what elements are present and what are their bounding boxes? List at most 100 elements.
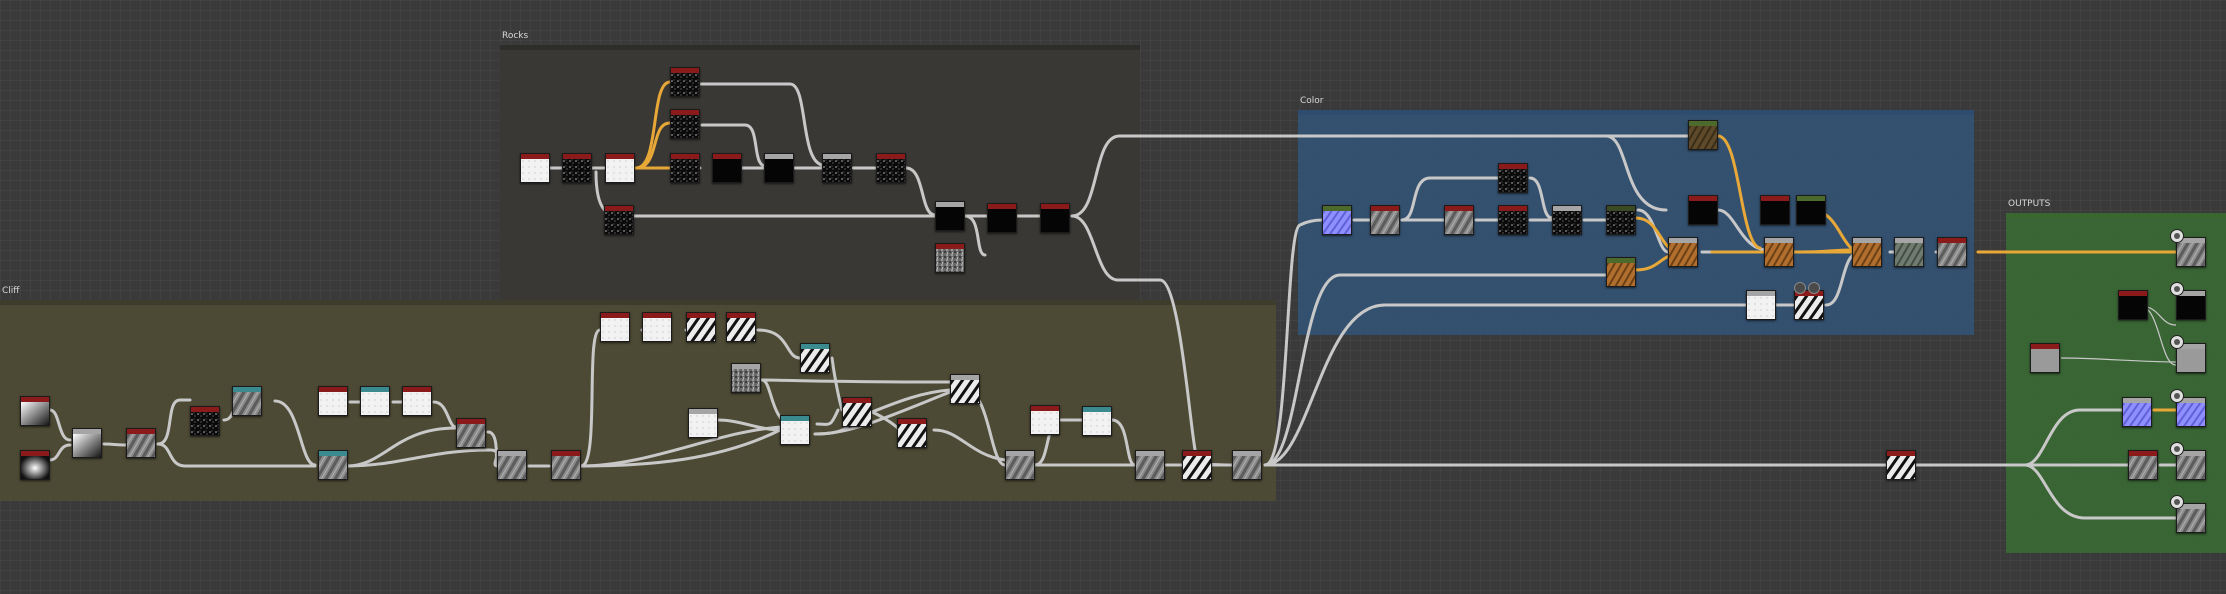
graph-node[interactable] (1498, 205, 1528, 235)
graph-node[interactable] (232, 386, 262, 416)
wire (904, 166, 937, 217)
graph-node[interactable] (600, 312, 630, 342)
graph-node[interactable] (764, 153, 794, 183)
graph-node[interactable] (520, 153, 550, 183)
graph-node[interactable] (1444, 205, 1474, 235)
node-thumbnail (1371, 211, 1399, 234)
graph-node[interactable] (1764, 237, 1794, 267)
graph-node[interactable] (2176, 503, 2206, 533)
graph-node[interactable] (1498, 163, 1528, 193)
graph-node[interactable] (670, 109, 700, 139)
graph-node[interactable] (897, 418, 927, 448)
graph-node[interactable] (402, 386, 432, 416)
graph-node[interactable] (2128, 450, 2158, 480)
graph-node[interactable] (1040, 203, 1070, 233)
node-thumbnail (1083, 412, 1111, 435)
wire (1716, 208, 1768, 252)
graph-node[interactable] (1606, 257, 1636, 287)
graph-node[interactable] (20, 396, 50, 426)
graph-node[interactable] (126, 428, 156, 458)
graph-node[interactable] (822, 153, 852, 183)
node-header (498, 451, 526, 456)
node-thumbnail (1887, 456, 1915, 479)
node-header (671, 154, 699, 159)
graph-node[interactable] (2122, 397, 2152, 427)
graph-node[interactable] (1794, 290, 1824, 320)
graph-node[interactable] (731, 363, 761, 393)
graph-node[interactable] (642, 312, 672, 342)
graph-node[interactable] (688, 408, 718, 438)
node-header (727, 313, 755, 318)
graph-node[interactable] (2176, 237, 2206, 267)
graph-node[interactable] (1937, 237, 1967, 267)
graph-node[interactable] (456, 418, 486, 448)
graph-node[interactable] (2176, 450, 2206, 480)
graph-node[interactable] (318, 450, 348, 480)
graph-node[interactable] (1182, 450, 1212, 480)
graph-node[interactable] (551, 450, 581, 480)
node-thumbnail (2177, 243, 2205, 266)
graph-node[interactable] (800, 343, 830, 373)
pin-icon[interactable] (1794, 282, 1806, 294)
graph-node[interactable] (1852, 237, 1882, 267)
graph-node[interactable] (935, 201, 965, 231)
graph-node[interactable] (1760, 195, 1790, 225)
graph-node[interactable] (2176, 290, 2206, 320)
node-thumbnail (1499, 169, 1527, 192)
graph-node[interactable] (2176, 397, 2206, 427)
graph-node[interactable] (318, 386, 348, 416)
graph-node[interactable] (1894, 237, 1924, 267)
graph-node[interactable] (876, 153, 906, 183)
graph-node[interactable] (1606, 205, 1636, 235)
graph-node[interactable] (1796, 195, 1826, 225)
graph-node[interactable] (1688, 195, 1718, 225)
graph-node[interactable] (1135, 450, 1165, 480)
graph-node[interactable] (842, 397, 872, 427)
node-header (127, 429, 155, 434)
graph-node[interactable] (670, 67, 700, 97)
node-header (1031, 406, 1059, 411)
graph-node[interactable] (712, 153, 742, 183)
graph-node[interactable] (987, 203, 1017, 233)
graph-node[interactable] (935, 243, 965, 273)
graph-node[interactable] (1005, 450, 1035, 480)
wire (760, 378, 784, 422)
node-header (643, 313, 671, 318)
graph-node[interactable] (605, 153, 635, 183)
graph-node[interactable] (360, 386, 390, 416)
graph-node[interactable] (1322, 205, 1352, 235)
wire (273, 399, 317, 467)
graph-node[interactable] (1688, 120, 1718, 150)
frame-outputs[interactable]: OUTPUTS (2006, 199, 2226, 553)
graph-node[interactable] (20, 450, 50, 480)
graph-node[interactable] (670, 153, 700, 183)
node-thumbnail (2177, 509, 2205, 532)
graph-node[interactable] (497, 450, 527, 480)
node-header (1797, 196, 1825, 201)
graph-node[interactable] (72, 428, 102, 458)
graph-node[interactable] (190, 406, 220, 436)
graph-node[interactable] (1030, 405, 1060, 435)
graph-node[interactable] (1552, 205, 1582, 235)
graph-node[interactable] (1746, 290, 1776, 320)
graph-node[interactable] (780, 415, 810, 445)
graph-node[interactable] (686, 312, 716, 342)
frame-color[interactable]: Color (1298, 96, 1974, 335)
pin-icon[interactable] (1808, 282, 1820, 294)
graph-node[interactable] (604, 205, 634, 235)
node-thumbnail (233, 392, 261, 415)
graph-node[interactable] (1232, 450, 1262, 480)
graph-node[interactable] (2118, 290, 2148, 320)
node-thumbnail (563, 159, 591, 182)
graph-node[interactable] (2030, 343, 2060, 373)
graph-node[interactable] (726, 312, 756, 342)
graph-node[interactable] (1886, 450, 1916, 480)
graph-node[interactable] (1370, 205, 1400, 235)
graph-node[interactable] (1668, 237, 1698, 267)
graph-node[interactable] (950, 374, 980, 404)
frame-header (2006, 213, 2226, 218)
graph-node[interactable] (1082, 406, 1112, 436)
graph-node[interactable] (2176, 343, 2206, 373)
graph-node[interactable] (562, 153, 592, 183)
